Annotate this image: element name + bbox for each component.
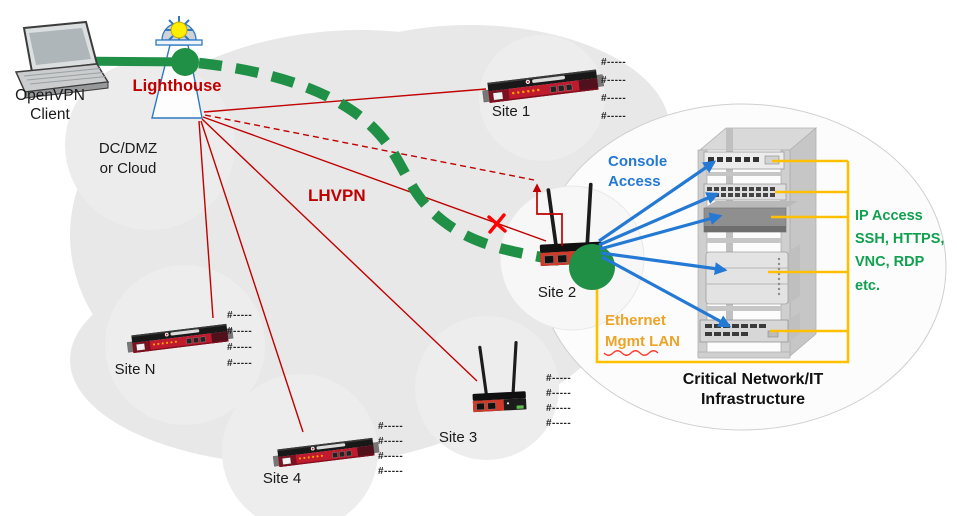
console-access-label: Console Access (608, 153, 668, 191)
port-line: #----- (546, 373, 572, 384)
ip-access-label: IP Access SSH, HTTPS, VNC, RDP etc. (855, 208, 945, 294)
port-line: #----- (378, 466, 404, 477)
lhvpn-links (198, 88, 547, 433)
laptop-icon (14, 20, 110, 99)
port-line: #----- (378, 451, 404, 462)
port-line: #----- (227, 326, 253, 337)
lhvpn-dashed-tunnel (198, 57, 579, 270)
lighthouse-label: Lighthouse (132, 77, 222, 95)
server-rack-icon (697, 127, 818, 359)
lhvpn-label: LHVPN (308, 186, 366, 205)
siteN-label: Site N (114, 361, 156, 378)
lighthouse-vpn-dot (171, 48, 199, 76)
openvpn-client-label: OpenVPN Client (15, 87, 85, 124)
failover-arrow (532, 183, 563, 246)
spellcheck-squiggle (603, 350, 659, 356)
rack-unit-patch-panel (703, 183, 787, 201)
site4-zone (222, 374, 378, 516)
ethernet-mgmt-lan-label: Ethernet Mgmt LAN (605, 312, 680, 350)
site2-vpn-dot (569, 244, 615, 290)
port-line: #----- (601, 57, 627, 68)
rack-unit-server-box (705, 244, 800, 305)
site4-port-list: #----- #----- #----- #----- (378, 419, 403, 479)
port-line: #----- (227, 342, 253, 353)
port-line: #----- (378, 421, 404, 432)
ethernet-mgmt-lan-lines (595, 159, 850, 364)
port-line: #----- (546, 388, 572, 399)
site1-port-list: #----- #----- #----- #----- (601, 54, 626, 126)
site3-port-list: #----- #----- #----- #----- (546, 371, 571, 431)
site1-zone (479, 35, 605, 161)
port-line: #----- (601, 75, 627, 86)
site4-label: Site 4 (262, 470, 302, 487)
site2-label: Site 2 (537, 284, 577, 301)
critical-infrastructure-label: Critical Network/IT Infrastructure (682, 371, 824, 408)
port-line: #----- (601, 111, 627, 122)
siteN-port-list: #----- #----- #----- #----- (227, 308, 252, 372)
port-line: #----- (378, 436, 404, 447)
port-line: #----- (546, 418, 572, 429)
port-line: #----- (601, 93, 627, 104)
dc-dmz-label: DC/DMZ or Cloud (98, 140, 158, 178)
port-line: #----- (227, 358, 253, 369)
port-line: #----- (227, 310, 253, 321)
console-access-arrows (598, 160, 732, 328)
site3-label: Site 3 (438, 429, 478, 446)
site1-label: Site 1 (491, 103, 531, 120)
port-line: #----- (546, 403, 572, 414)
x-mark-icon (487, 213, 507, 234)
